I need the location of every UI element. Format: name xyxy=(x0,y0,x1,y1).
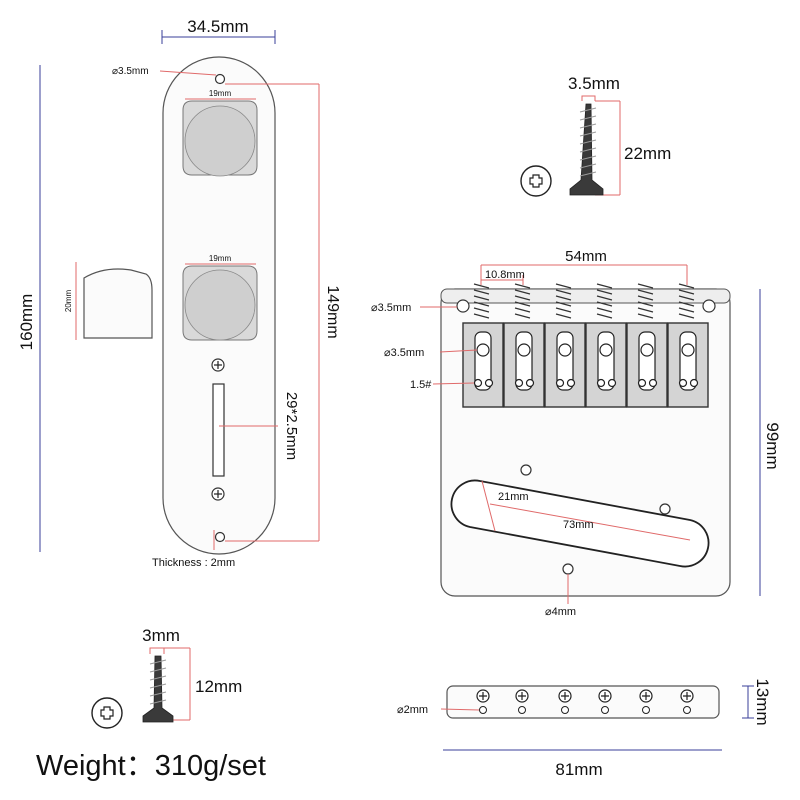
side-hole-leader xyxy=(440,708,480,711)
plate-mount-hole-leader xyxy=(159,70,217,76)
plate-mount-hole-label: ⌀3.5mm xyxy=(112,66,149,77)
large-screw-dia-bracket xyxy=(581,95,596,101)
bridge-mount-hole-right xyxy=(702,299,716,313)
small-screw xyxy=(142,655,174,723)
side-screws xyxy=(476,689,694,703)
large-screw-threads xyxy=(579,107,597,177)
small-screw-len-label: 12mm xyxy=(195,677,242,696)
bridge-side-bar xyxy=(446,685,720,719)
knob-top-dia-label: 19mm xyxy=(209,89,232,98)
side-height-label: 13mm xyxy=(753,678,772,725)
plate-bottom-mount-hole xyxy=(214,531,226,543)
side-hole-label: ⌀2mm xyxy=(397,704,428,716)
large-screw-len-label: 22mm xyxy=(624,144,671,163)
saddle-details xyxy=(473,331,699,391)
string-spacing-label: 10.8mm xyxy=(485,269,525,281)
side-holes xyxy=(479,706,691,714)
large-screw-group: 3.5mm 22mm xyxy=(520,74,671,197)
small-hole-label: ⌀4mm xyxy=(545,606,576,618)
small-screw-dia-label: 3mm xyxy=(142,626,180,645)
bridge-back-wall xyxy=(440,288,731,304)
pickup-slot xyxy=(450,479,710,568)
hole-spacing-label: 149mm xyxy=(324,285,341,338)
bridge-group: 54mm 10.8mm ⌀3.5mm xyxy=(371,248,782,618)
bridge-height-label: 99mm xyxy=(763,422,782,469)
bridge-mount-hole-left xyxy=(456,299,470,313)
small-screw-head-icon xyxy=(91,697,123,729)
plate-width-label: 34.5mm xyxy=(187,17,248,36)
switch-screw-bottom xyxy=(211,487,225,501)
plate-top-mount-hole xyxy=(214,73,226,85)
weight-label: Weight：310g/set xyxy=(36,750,266,782)
knob-top-cap xyxy=(184,105,256,177)
saddle-hole-label: ⌀3.5mm xyxy=(384,347,424,359)
bridge-small-hole-bottom xyxy=(562,563,574,575)
plate-length-label: 160mm xyxy=(17,294,36,351)
small-screw-group: 3mm 12mm xyxy=(91,626,242,729)
side-length-label: 81mm xyxy=(555,760,602,779)
saddle-screw-label: 1.5# xyxy=(410,379,432,391)
bridge-mount-hole-label: ⌀3.5mm xyxy=(371,302,411,314)
large-screw xyxy=(569,103,604,196)
control-plate-group: 34.5mm 160mm ⌀3.5mm 149mm 19mm 19mm 20mm xyxy=(17,17,341,569)
pickup-length-label: 73mm xyxy=(563,519,594,531)
knob-side-profile xyxy=(83,268,153,339)
large-screw-dia-label: 3.5mm xyxy=(568,74,620,93)
knob-bottom-dia-label: 19mm xyxy=(209,254,232,263)
string-span-label: 54mm xyxy=(565,248,607,265)
saddle-screw-leader xyxy=(432,382,475,385)
switch-screw-top xyxy=(211,358,225,372)
saddles xyxy=(462,322,709,408)
saddle-hole-leader xyxy=(439,349,478,353)
pickup-width-label: 21mm xyxy=(498,491,529,503)
knob-height-label: 20mm xyxy=(64,290,73,313)
small-screw-threads xyxy=(149,659,167,705)
knob-bottom-cap xyxy=(184,269,256,341)
bridge-side-view: ⌀2mm 13mm 81mm xyxy=(397,678,772,779)
bridge-small-hole-right xyxy=(659,503,671,515)
large-screw-head-icon xyxy=(520,165,552,197)
switch-slot xyxy=(212,383,225,477)
pickup-width-line xyxy=(481,480,496,532)
pickup-length-line xyxy=(489,503,691,541)
switch-slot-label: 29*2.5mm xyxy=(283,392,300,460)
small-screw-dia-bracket xyxy=(149,647,165,654)
intonation-springs xyxy=(473,283,695,319)
bridge-small-hole-top xyxy=(520,464,532,476)
thickness-label: Thickness : 2mm xyxy=(152,557,235,569)
